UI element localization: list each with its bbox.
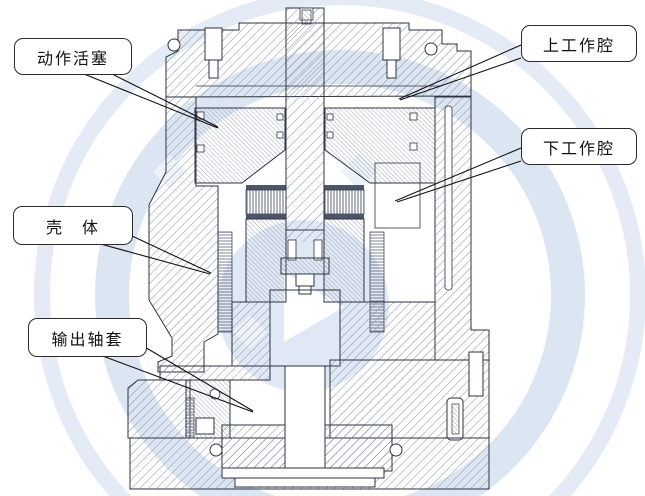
side-tab bbox=[468, 351, 484, 397]
spline-band bbox=[246, 214, 286, 219]
bolt-hole bbox=[204, 27, 223, 61]
actuator-section bbox=[127, 7, 490, 490]
piston-seal bbox=[276, 113, 284, 121]
watermark-outer-ring bbox=[34, 0, 645, 496]
output-shaft-channel bbox=[284, 365, 326, 469]
callout-label: 动作活塞 bbox=[36, 48, 109, 68]
bearing-ball bbox=[389, 443, 403, 457]
piston-seal bbox=[409, 112, 418, 121]
bolt-head bbox=[295, 273, 315, 287]
bolt-hole bbox=[208, 59, 219, 79]
bearing-thread bbox=[185, 397, 195, 439]
shaft-extension bbox=[286, 230, 324, 242]
oil-channel bbox=[444, 105, 453, 291]
shaft-plug bbox=[301, 9, 312, 25]
spline-teeth bbox=[245, 189, 287, 215]
bottom-recess bbox=[234, 477, 376, 488]
inner-sleeve-right bbox=[323, 218, 365, 303]
side-bolt bbox=[451, 403, 460, 435]
bearing-cage bbox=[195, 417, 215, 435]
valve-stem bbox=[287, 239, 297, 261]
bolt-hole bbox=[386, 59, 397, 79]
lower-working-chamber-area bbox=[374, 162, 421, 229]
leader-upper-chamber bbox=[398, 44, 522, 101]
piston-seal bbox=[196, 144, 205, 153]
leader-output-sleeve bbox=[99, 345, 254, 413]
leader-housing bbox=[96, 234, 212, 275]
seal-ring bbox=[424, 42, 438, 56]
bearing-ball bbox=[209, 443, 223, 457]
leader-action-piston bbox=[83, 73, 219, 129]
callout-housing: 壳 体 bbox=[13, 206, 133, 245]
central-shaft bbox=[285, 7, 325, 231]
callout-label: 输出轴套 bbox=[51, 329, 124, 349]
spline-band bbox=[324, 214, 364, 219]
piston-seal bbox=[326, 113, 334, 121]
thread-left bbox=[217, 231, 233, 333]
spline-teeth bbox=[323, 189, 365, 215]
callout-label: 下工作腔 bbox=[542, 138, 615, 158]
piston-seal bbox=[409, 142, 418, 151]
left-flange bbox=[127, 379, 191, 439]
piston-seal bbox=[276, 131, 284, 139]
piston-seal bbox=[196, 111, 205, 120]
callout-upper-working-chamber: 上工作腔 bbox=[521, 25, 637, 62]
callout-output-shaft-sleeve: 输出轴套 bbox=[28, 318, 147, 357]
callout-lower-working-chamber: 下工作腔 bbox=[521, 128, 637, 165]
housing-step-left bbox=[159, 365, 271, 381]
leader-lower-chamber bbox=[394, 147, 522, 203]
bottom-recess bbox=[221, 467, 385, 479]
housing-left-wall bbox=[148, 96, 219, 373]
bolt-hole bbox=[382, 27, 401, 61]
action-piston-right bbox=[324, 107, 436, 184]
spline-band bbox=[246, 185, 286, 190]
piston-seal bbox=[326, 131, 334, 139]
spline-band bbox=[324, 185, 364, 190]
valve-stem bbox=[313, 239, 323, 261]
housing-mid-left bbox=[231, 301, 271, 367]
housing-mid-right bbox=[339, 301, 436, 361]
valve-flange bbox=[280, 257, 330, 275]
callout-label: 壳 体 bbox=[45, 217, 100, 237]
seal-ring bbox=[167, 38, 181, 52]
action-piston-left bbox=[194, 107, 286, 184]
callout-label: 上工作腔 bbox=[542, 35, 615, 55]
callout-action-piston: 动作活塞 bbox=[14, 38, 132, 75]
leader-lines bbox=[83, 44, 522, 413]
